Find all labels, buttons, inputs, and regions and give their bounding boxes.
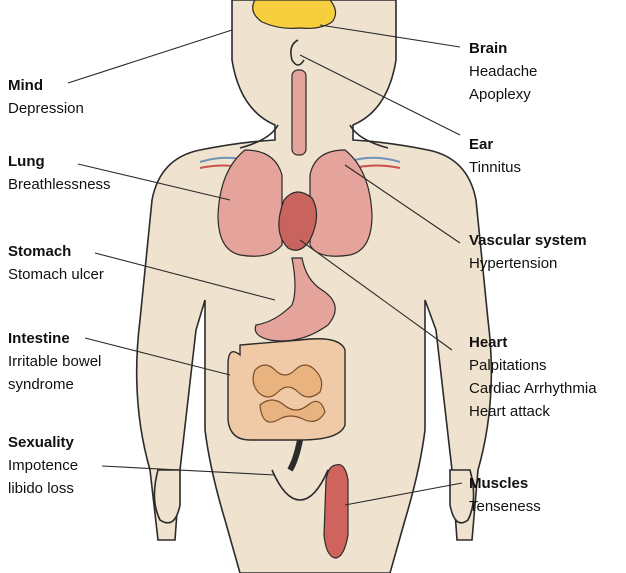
label-vascular-title: Vascular system [469, 229, 587, 252]
label-mind-line-1: Depression [8, 97, 84, 120]
label-brain-line-2: Apoplexy [469, 83, 537, 106]
label-heart: Heart Palpitations Cardiac Arrhythmia He… [469, 331, 597, 423]
label-intestine: Intestine Irritable bowel syndrome [8, 327, 101, 396]
label-vascular-line-1: Hypertension [469, 252, 587, 275]
label-brain: Brain Headache Apoplexy [469, 37, 537, 106]
label-heart-line-2: Cardiac Arrhythmia [469, 377, 597, 400]
label-stomach-line-1: Stomach ulcer [8, 263, 104, 286]
label-muscles-line-1: Tenseness [469, 495, 541, 518]
label-stomach-title: Stomach [8, 240, 104, 263]
thigh-muscle [324, 465, 348, 558]
label-ear: Ear Tinnitus [469, 133, 521, 179]
label-sexuality-title: Sexuality [8, 431, 78, 454]
label-intestine-line-1: Irritable bowel [8, 350, 101, 373]
label-sexuality-line-1: Impotence [8, 454, 78, 477]
label-stomach: Stomach Stomach ulcer [8, 240, 104, 286]
label-lung-title: Lung [8, 150, 111, 173]
label-vascular: Vascular system Hypertension [469, 229, 587, 275]
label-mind: Mind Depression [8, 74, 84, 120]
leader-mind [68, 30, 232, 83]
label-intestine-title: Intestine [8, 327, 101, 350]
trachea [292, 70, 306, 155]
large-intestine [228, 339, 345, 440]
label-intestine-line-2: syndrome [8, 373, 101, 396]
label-heart-line-1: Palpitations [469, 354, 597, 377]
label-muscles: Muscles Tenseness [469, 472, 541, 518]
label-brain-line-1: Headache [469, 60, 537, 83]
label-sexuality-line-2: libido loss [8, 477, 78, 500]
label-brain-title: Brain [469, 37, 537, 60]
label-heart-line-3: Heart attack [469, 400, 597, 423]
label-ear-line-1: Tinnitus [469, 156, 521, 179]
label-sexuality: Sexuality Impotence libido loss [8, 431, 78, 500]
label-heart-title: Heart [469, 331, 597, 354]
hand-left [154, 470, 180, 523]
label-muscles-title: Muscles [469, 472, 541, 495]
label-ear-title: Ear [469, 133, 521, 156]
label-lung-line-1: Breathlessness [8, 173, 111, 196]
label-mind-title: Mind [8, 74, 84, 97]
label-lung: Lung Breathlessness [8, 150, 111, 196]
